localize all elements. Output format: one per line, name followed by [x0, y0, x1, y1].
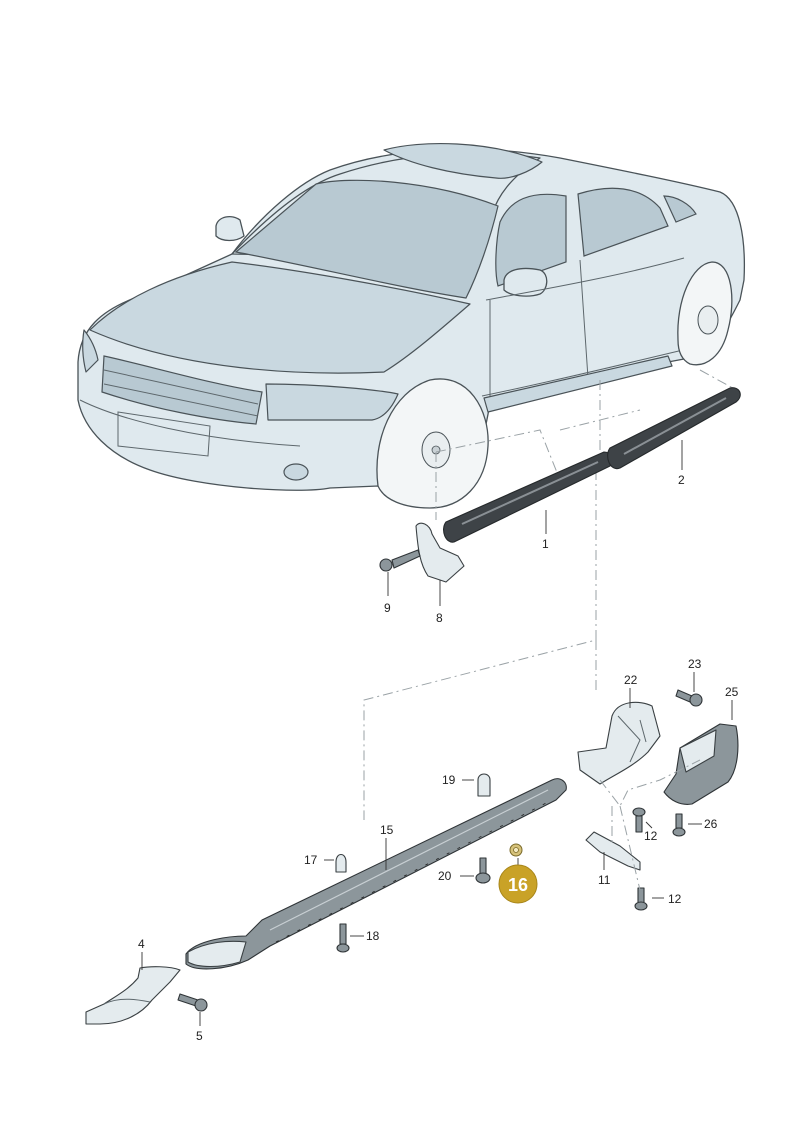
sill-panel-15	[185, 778, 567, 970]
screw-26	[672, 813, 686, 837]
screw-9	[379, 549, 421, 572]
label-18: 18	[366, 929, 380, 943]
car-illustration	[77, 142, 745, 509]
screw-12a	[632, 807, 646, 833]
screw-18	[336, 923, 350, 953]
label-9: 9	[384, 601, 391, 615]
screw-20	[475, 857, 491, 884]
label-17: 17	[304, 853, 318, 867]
label-16[interactable]: 16	[508, 875, 528, 895]
bracket-4	[85, 966, 181, 1025]
bracket-11	[585, 831, 641, 871]
screw-12b	[634, 887, 648, 911]
label-20: 20	[438, 869, 452, 883]
label-26: 26	[704, 817, 718, 831]
highlight-badge-16[interactable]	[498, 864, 538, 904]
label-2: 2	[678, 473, 685, 487]
label-5: 5	[196, 1029, 203, 1043]
label-23: 23	[688, 657, 702, 671]
screw-23	[675, 689, 703, 707]
bracket-8	[415, 522, 465, 583]
label-22: 22	[624, 673, 638, 687]
label-1: 1	[542, 537, 549, 551]
label-4: 4	[138, 937, 145, 951]
label-25: 25	[725, 685, 739, 699]
clip-17	[335, 853, 347, 873]
end-cap-25	[663, 723, 739, 805]
screw-5	[177, 993, 208, 1012]
sill-trim-rear	[607, 387, 741, 470]
label-12-lower: 12	[668, 892, 682, 906]
nut-16	[509, 843, 523, 857]
label-8: 8	[436, 611, 443, 625]
label-19: 19	[442, 773, 456, 787]
label-11: 11	[598, 873, 611, 887]
clip-19	[477, 773, 491, 797]
label-15: 15	[380, 823, 394, 837]
bracket-22	[577, 701, 661, 785]
label-12-upper: 12	[644, 829, 658, 843]
